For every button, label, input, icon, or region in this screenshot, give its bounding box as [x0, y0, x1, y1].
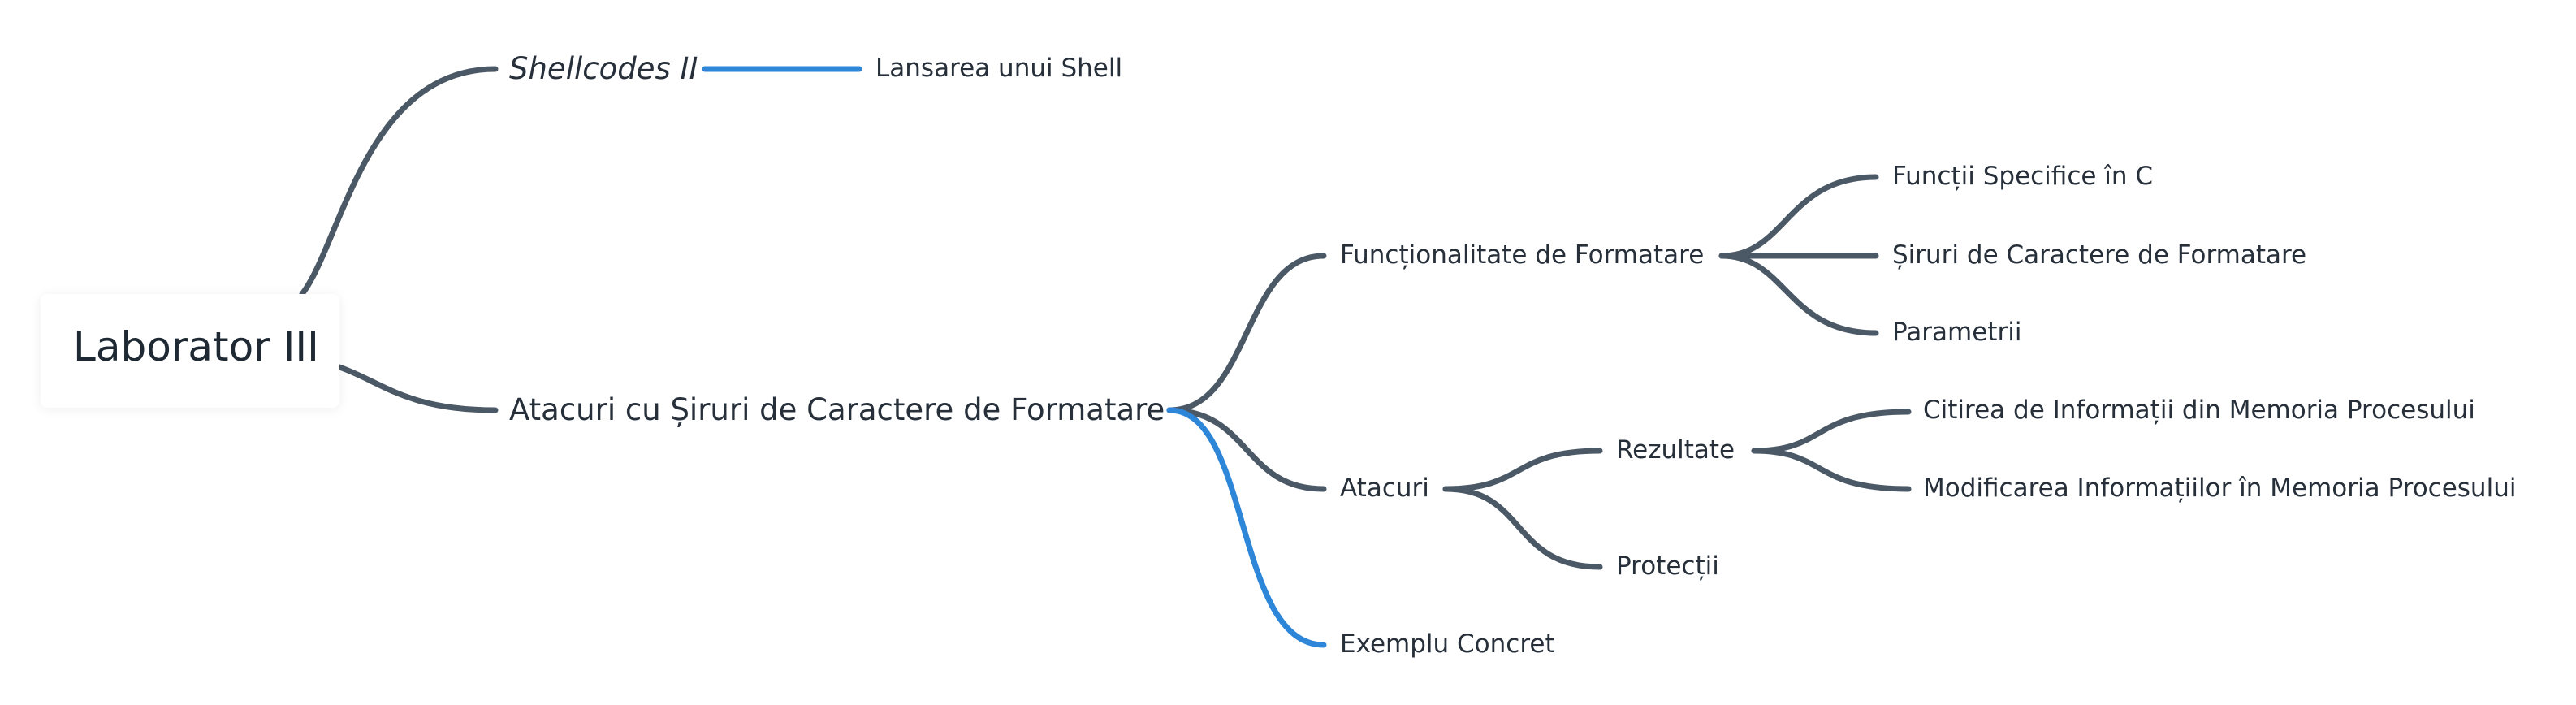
topic-label: Parametrii [1892, 318, 2022, 347]
link-siruri-functionalitate [1166, 253, 1327, 413]
topic-parametrii[interactable]: Parametrii [1892, 318, 2021, 347]
topic-atacuri-siruri-formatare[interactable]: Atacuri cu Șiruri de Caractere de Format… [509, 392, 1165, 427]
link-atacuri-protectii [1442, 486, 1603, 570]
link-siruri-atacuri [1166, 407, 1327, 492]
link-functionalitate-functii [1718, 174, 1879, 259]
topic-label: Funcții Specifice în C [1892, 162, 2154, 191]
link-root-shellcodes [299, 66, 499, 297]
topic-label: Funcționalitate de Formatare [1340, 240, 1705, 270]
link-functionalitate-parametrii [1718, 253, 1879, 336]
root-node[interactable]: Laborator III [41, 294, 339, 408]
topic-label: Șiruri de Caractere de Formatare [1892, 240, 2307, 270]
topic-protectii[interactable]: Protecții [1616, 551, 1719, 581]
topic-label: Protecții [1616, 551, 1719, 581]
topic-siruri-caractere-formatare[interactable]: Șiruri de Caractere de Formatare [1892, 240, 2306, 270]
link-rezultate-citirea [1751, 409, 1912, 454]
topic-label: Exemplu Concret [1340, 629, 1555, 659]
topic-label: Modificarea Informațiilor în Memoria Pro… [1923, 474, 2517, 503]
root-label: Laborator III [73, 323, 319, 370]
topic-citirea-informatii[interactable]: Citirea de Informații din Memoria Proces… [1923, 396, 2475, 425]
topic-label: Atacuri [1340, 474, 1429, 503]
topic-rezultate[interactable]: Rezultate [1616, 435, 1735, 465]
topic-modificarea-informatiilor[interactable]: Modificarea Informațiilor în Memoria Pro… [1923, 474, 2516, 503]
topic-atacuri[interactable]: Atacuri [1340, 474, 1429, 503]
topic-label: Rezultate [1616, 435, 1735, 465]
topic-label: Shellcodes II [509, 51, 698, 86]
link-atacuri-rezultate [1442, 448, 1603, 492]
topic-functionalitate-formatare[interactable]: Funcționalitate de Formatare [1340, 240, 1704, 270]
topic-shellcodes-ii[interactable]: Shellcodes II [509, 51, 698, 86]
link-rezultate-modificarea [1751, 448, 1912, 492]
topic-functii-specifice[interactable]: Funcții Specifice în C [1892, 162, 2153, 191]
topic-lansarea-unui-shell[interactable]: Lansarea unui Shell [875, 54, 1122, 83]
topic-label: Atacuri cu Șiruri de Caractere de Format… [509, 392, 1165, 427]
topic-label: Citirea de Informații din Memoria Proces… [1923, 396, 2475, 425]
topic-label: Lansarea unui Shell [875, 54, 1123, 83]
link-siruri-exemplu [1166, 407, 1327, 648]
topic-exemplu-concret[interactable]: Exemplu Concret [1340, 629, 1555, 659]
link-root-atacuri-siruri [336, 364, 499, 413]
